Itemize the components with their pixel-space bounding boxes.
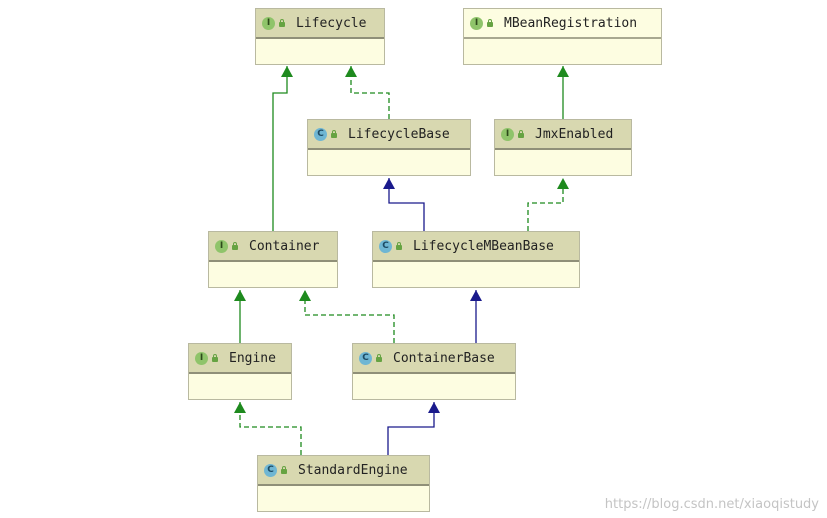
class-icon: C	[264, 463, 277, 477]
interface-icon: I	[262, 16, 275, 30]
node-engine[interactable]: I Engine	[188, 343, 292, 400]
node-label: LifecycleMBeanBase	[413, 238, 554, 254]
watermark: https://blog.csdn.net/xiaoqistudy	[604, 497, 819, 512]
edge-lifecyclembeanbase-jmxenabled-arrowhead	[557, 178, 569, 189]
node-label: LifecycleBase	[348, 126, 450, 142]
edge-container-lifecycle-arrowhead	[281, 66, 293, 77]
class-icon: C	[359, 351, 372, 365]
node-mbeanregistration[interactable]: I MBeanRegistration	[463, 8, 662, 65]
node-lifecycle[interactable]: I Lifecycle	[255, 8, 385, 65]
interface-icon: I	[501, 127, 514, 141]
node-label: StandardEngine	[298, 462, 408, 478]
lock-icon	[211, 354, 219, 362]
lock-icon	[486, 19, 494, 27]
node-standardengine[interactable]: C StandardEngine	[257, 455, 430, 512]
lock-icon	[330, 130, 338, 138]
lock-icon	[231, 242, 239, 250]
lock-icon	[517, 130, 525, 138]
edge-standardengine-containerbase	[387, 402, 435, 455]
lock-icon	[280, 466, 288, 474]
interface-icon: I	[470, 16, 483, 30]
edge-standardengine-engine	[239, 402, 302, 455]
node-label: Container	[249, 238, 320, 254]
edge-engine-container-arrowhead	[234, 290, 246, 301]
edge-standardengine-engine-arrowhead	[234, 402, 246, 413]
edge-container-lifecycle	[272, 66, 288, 231]
class-icon: C	[314, 127, 327, 141]
interface-icon: I	[215, 239, 228, 253]
node-containerbase[interactable]: C ContainerBase	[352, 343, 516, 400]
node-container[interactable]: I Container	[208, 231, 338, 288]
edge-lifecyclembeanbase-lifecyclebase	[388, 178, 425, 231]
edge-lifecyclembeanbase-jmxenabled	[527, 178, 564, 231]
node-label: JmxEnabled	[535, 126, 614, 142]
interface-icon: I	[195, 351, 208, 365]
edge-jmxenabled-mbeanregistration-arrowhead	[557, 66, 569, 77]
edge-containerbase-container-arrowhead	[299, 290, 311, 301]
node-lifecyclebase[interactable]: C LifecycleBase	[307, 119, 471, 176]
node-label: ContainerBase	[393, 350, 495, 366]
edge-containerbase-lifecyclembeanbase-arrowhead	[470, 290, 482, 301]
node-label: MBeanRegistration	[504, 15, 638, 31]
edge-standardengine-containerbase-arrowhead	[428, 402, 440, 413]
edge-lifecyclebase-lifecycle	[350, 66, 390, 119]
lock-icon	[278, 19, 286, 27]
lock-icon	[395, 242, 403, 250]
lock-icon	[375, 354, 383, 362]
edge-lifecyclembeanbase-lifecyclebase-arrowhead	[383, 178, 395, 189]
edge-lifecyclebase-lifecycle-arrowhead	[345, 66, 357, 77]
node-lifecyclembeanbase[interactable]: C LifecycleMBeanBase	[372, 231, 580, 288]
node-label: Engine	[229, 350, 276, 366]
class-icon: C	[379, 239, 392, 253]
edge-containerbase-container	[304, 290, 395, 343]
node-jmxenabled[interactable]: I JmxEnabled	[494, 119, 632, 176]
node-label: Lifecycle	[296, 15, 367, 31]
